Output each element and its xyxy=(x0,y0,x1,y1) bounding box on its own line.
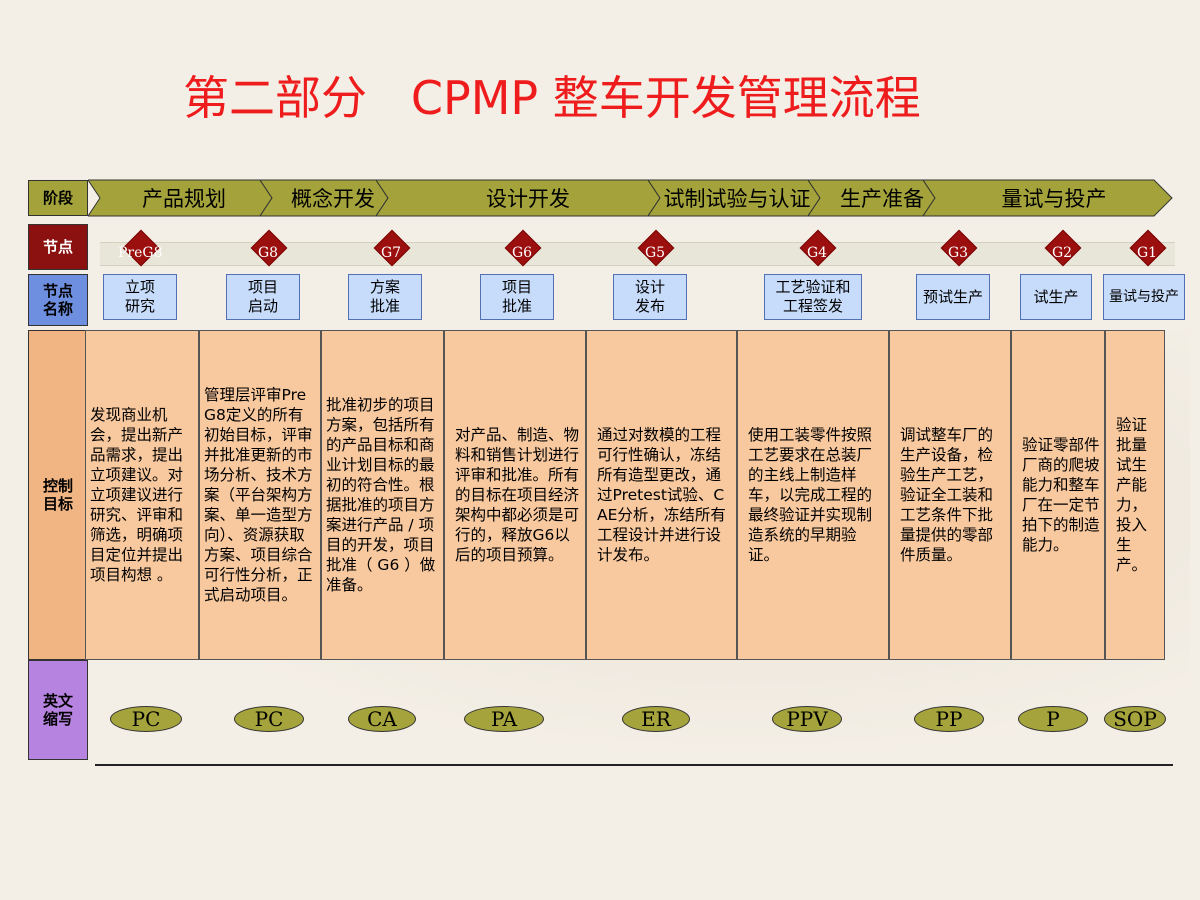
control-goal-text: 调试整车厂的生产设备，检验生产工艺，验证全工装和工艺条件下批量提供的零部件质量。 xyxy=(900,426,994,564)
row-label-node-name-text: 节点名称 xyxy=(42,282,73,318)
gate-g8: G8 xyxy=(246,229,290,271)
control-goal-text: 管理层评审PreG8定义的所有初始目标，评审并批准更新的市场分析、技术方案（平台… xyxy=(204,386,313,604)
row-label-control-goal: 控制目标 xyxy=(28,330,88,660)
stage-arrow-6 xyxy=(922,179,1173,217)
control-goal-3: 批准初步的项目方案，包括所有的产品目标和商业计划目标的最初的符合性。根据批准的项… xyxy=(321,330,444,660)
row-label-control-goal-text: 控制目标 xyxy=(42,477,73,513)
stage-label-4: 试制试验与认证 xyxy=(663,187,811,211)
control-goal-1: 发现商业机会，提出新产品需求，提出立项建议。对立项建议进行研究、评审和筛选，明确… xyxy=(85,330,199,660)
gate-label: G8 xyxy=(257,245,279,261)
row-label-node: 节点 xyxy=(28,224,88,270)
node-name-1: 立项 研究 xyxy=(103,274,177,320)
control-goal-text: 验证零部件厂商的爬坡能力和整车厂在一定节拍下的制造能力。 xyxy=(1022,436,1100,554)
control-goal-text: 验证批量试生产能力，投入生产。 xyxy=(1116,416,1148,574)
abbr-ppv: PPV xyxy=(772,706,842,732)
control-goal-5: 通过对数模的工程可行性确认，冻结所有造型更改，通过Pretest试验、CAE分析… xyxy=(586,330,737,660)
gate-label: G5 xyxy=(644,245,666,261)
page-title: 第二部分 CPMP 整车开发管理流程 xyxy=(183,71,921,125)
gate-label: G2 xyxy=(1051,245,1073,261)
abbr-pc-1: PC xyxy=(110,706,182,732)
stage-label-3: 设计开发 xyxy=(486,187,570,211)
abbr-pc-2: PC xyxy=(234,706,304,732)
gate-label: G3 xyxy=(947,245,969,261)
stage-label-2: 概念开发 xyxy=(291,187,375,211)
node-name-text: 立项 研究 xyxy=(124,278,155,315)
node-name-2: 项目 启动 xyxy=(226,274,300,320)
control-goal-text: 发现商业机会，提出新产品需求，提出立项建议。对立项建议进行研究、评审和筛选，明确… xyxy=(90,406,184,584)
gate-label: G7 xyxy=(380,245,402,261)
control-goal-6: 使用工装零件按照工艺要求在总装厂的主线上制造样车，以完成工程的最终验证并实现制造… xyxy=(737,330,889,660)
abbr-pp: PP xyxy=(914,706,984,732)
node-name-text: 工艺验证和 工程签发 xyxy=(775,278,851,315)
node-name-7: 预试生产 xyxy=(916,274,990,320)
row-label-node-name: 节点名称 xyxy=(28,274,88,326)
node-name-9: 量试与投产 xyxy=(1103,274,1185,320)
gate-label: PreG8 xyxy=(118,245,163,261)
control-goal-8: 验证零部件厂商的爬坡能力和整车厂在一定节拍下的制造能力。 xyxy=(1011,330,1105,660)
row-label-abbreviation: 英文缩写 xyxy=(28,660,88,760)
node-name-6: 工艺验证和 工程签发 xyxy=(764,274,862,320)
abbr-row-frame xyxy=(28,660,88,760)
gate-g3: G3 xyxy=(936,229,980,271)
bottom-divider xyxy=(95,764,1173,766)
row-label-stage: 阶段 xyxy=(28,180,88,216)
abbr-sop: SOP xyxy=(1104,706,1166,732)
abbr-pa: PA xyxy=(464,706,544,732)
abbr-ca: CA xyxy=(348,706,416,732)
stage-label-5: 生产准备 xyxy=(840,187,924,211)
control-goal-text: 使用工装零件按照工艺要求在总装厂的主线上制造样车，以完成工程的最终验证并实现制造… xyxy=(748,426,873,564)
gate-g4: G4 xyxy=(795,229,839,271)
control-goal-text: 批准初步的项目方案，包括所有的产品目标和商业计划目标的最初的符合性。根据批准的项… xyxy=(326,396,436,594)
gate-label: G6 xyxy=(511,245,533,261)
control-goal-text: 通过对数模的工程可行性确认，冻结所有造型更改，通过Pretest试验、CAE分析… xyxy=(597,426,726,564)
gate-preg8: PreG8 xyxy=(118,229,163,271)
node-name-3: 方案 批准 xyxy=(348,274,422,320)
gate-g1: G1 xyxy=(1125,229,1169,271)
node-name-text: 量试与投产 xyxy=(1109,288,1179,305)
gate-label: G4 xyxy=(806,245,828,261)
control-goal-4: 对产品、制造、物料和销售计划进行评审和批准。所有的目标在项目经济架构中都必须是可… xyxy=(444,330,586,660)
node-name-5: 设计 发布 xyxy=(613,274,687,320)
gate-label: G1 xyxy=(1136,245,1158,261)
stage-arrow-band xyxy=(88,179,1173,217)
node-name-text: 项目 批准 xyxy=(501,278,532,315)
control-goal-9: 验证批量试生产能力，投入生产。 xyxy=(1105,330,1165,660)
stage-label-6: 量试与投产 xyxy=(1001,187,1107,211)
node-name-text: 试生产 xyxy=(1033,287,1079,306)
node-name-text: 项目 启动 xyxy=(247,278,278,315)
stage-label-1: 产品规划 xyxy=(142,187,226,211)
control-goal-7: 调试整车厂的生产设备，检验生产工艺，验证全工装和工艺条件下批量提供的零部件质量。 xyxy=(889,330,1011,660)
control-goal-2: 管理层评审PreG8定义的所有初始目标，评审并批准更新的市场分析、技术方案（平台… xyxy=(199,330,321,660)
gate-g5: G5 xyxy=(633,229,677,271)
gate-g6: G6 xyxy=(500,229,544,271)
abbr-p: P xyxy=(1018,706,1088,732)
gate-g7: G7 xyxy=(369,229,413,271)
node-name-text: 预试生产 xyxy=(922,287,983,306)
node-name-text: 方案 批准 xyxy=(369,278,400,315)
abbr-er: ER xyxy=(622,706,690,732)
node-name-4: 项目 批准 xyxy=(480,274,554,320)
row-label-abbreviation-text: 英文缩写 xyxy=(42,692,73,728)
control-goal-text: 对产品、制造、物料和销售计划进行评审和批准。所有的目标在项目经济架构中都必须是可… xyxy=(455,426,580,564)
node-name-text: 设计 发布 xyxy=(634,278,665,315)
node-name-8: 试生产 xyxy=(1020,274,1092,320)
gate-g2: G2 xyxy=(1040,229,1084,271)
